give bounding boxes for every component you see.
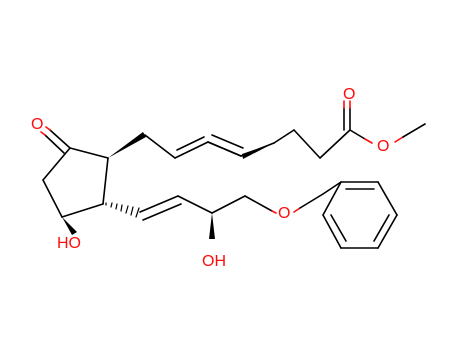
ester-c-o-red bbox=[364, 138, 373, 144]
ether-o-ph bbox=[299, 193, 324, 209]
bond-c10-c9 bbox=[42, 147, 71, 181]
ketone-double-bond bbox=[40, 126, 71, 154]
bond-chain bbox=[293, 129, 321, 159]
ketone-oxygen-label: O bbox=[31, 116, 43, 133]
hash-line bbox=[130, 206, 134, 216]
hash-line bbox=[135, 207, 140, 218]
ring-hydroxyl-label: HO bbox=[57, 235, 81, 252]
ketone-bond-a bbox=[49, 129, 71, 149]
bond-c9-c8 bbox=[69, 147, 109, 159]
ether-oxygen-label: O bbox=[278, 205, 290, 222]
hash-c12-chain bbox=[105, 202, 140, 218]
wedge-c15-oh bbox=[209, 213, 215, 239]
bond-c12-c11 bbox=[61, 203, 104, 218]
phenyl-bond bbox=[322, 181, 342, 216]
bond-chain bbox=[319, 129, 351, 159]
alpha-chain bbox=[144, 134, 275, 159]
bond-chain bbox=[244, 195, 273, 212]
hash-line bbox=[115, 203, 118, 210]
ester-bridge-oxygen-label: O bbox=[377, 138, 389, 155]
chain-hydroxyl-label: OH bbox=[202, 253, 226, 270]
bond-chain bbox=[211, 195, 246, 214]
double-bond-3a bbox=[139, 195, 179, 213]
bond-chain-o bbox=[271, 210, 277, 214]
phenyl-bond bbox=[377, 214, 398, 249]
ester-o-me bbox=[402, 123, 426, 138]
phenyl-bond bbox=[322, 214, 342, 249]
hash-line bbox=[110, 202, 113, 208]
ketone-bond-b-o bbox=[40, 131, 46, 136]
alpha-chain-tail bbox=[273, 129, 351, 159]
methyl-ester bbox=[343, 100, 426, 144]
bond-chain bbox=[207, 141, 242, 157]
bond-c11-c10 bbox=[42, 179, 63, 218]
phenyl-ring bbox=[322, 181, 398, 249]
ester-c-o bbox=[349, 129, 366, 140]
wedge-chain bbox=[242, 143, 274, 159]
phenyl-inner-bond bbox=[373, 214, 390, 242]
wedge-c8-chain bbox=[108, 132, 146, 158]
ester-o-me-red bbox=[394, 136, 404, 143]
phenyl-bond bbox=[377, 181, 398, 216]
wedge-c11-oh bbox=[62, 217, 77, 235]
bond-chain bbox=[177, 195, 213, 214]
omega-chain bbox=[139, 193, 324, 221]
ester-carbonyl-oxygen-label: O bbox=[343, 86, 355, 103]
double-bond-3b bbox=[142, 203, 182, 221]
ether-o-ph-red bbox=[293, 207, 301, 213]
bond-c8-c12 bbox=[102, 157, 109, 205]
ketone-bond-b bbox=[44, 134, 65, 154]
hash-line bbox=[125, 205, 129, 214]
double-bond-2b bbox=[211, 134, 244, 149]
double-bond-1a bbox=[174, 141, 209, 159]
ketone-bond-a-o bbox=[45, 126, 51, 131]
phenyl-inner-bond bbox=[330, 214, 347, 242]
phenyl-bond bbox=[322, 181, 342, 195]
cyclopentane-ring bbox=[42, 147, 109, 218]
bond-chain bbox=[144, 134, 176, 159]
double-bond-1b bbox=[176, 136, 205, 151]
bond-chain bbox=[273, 129, 295, 144]
hash-line bbox=[120, 204, 123, 212]
